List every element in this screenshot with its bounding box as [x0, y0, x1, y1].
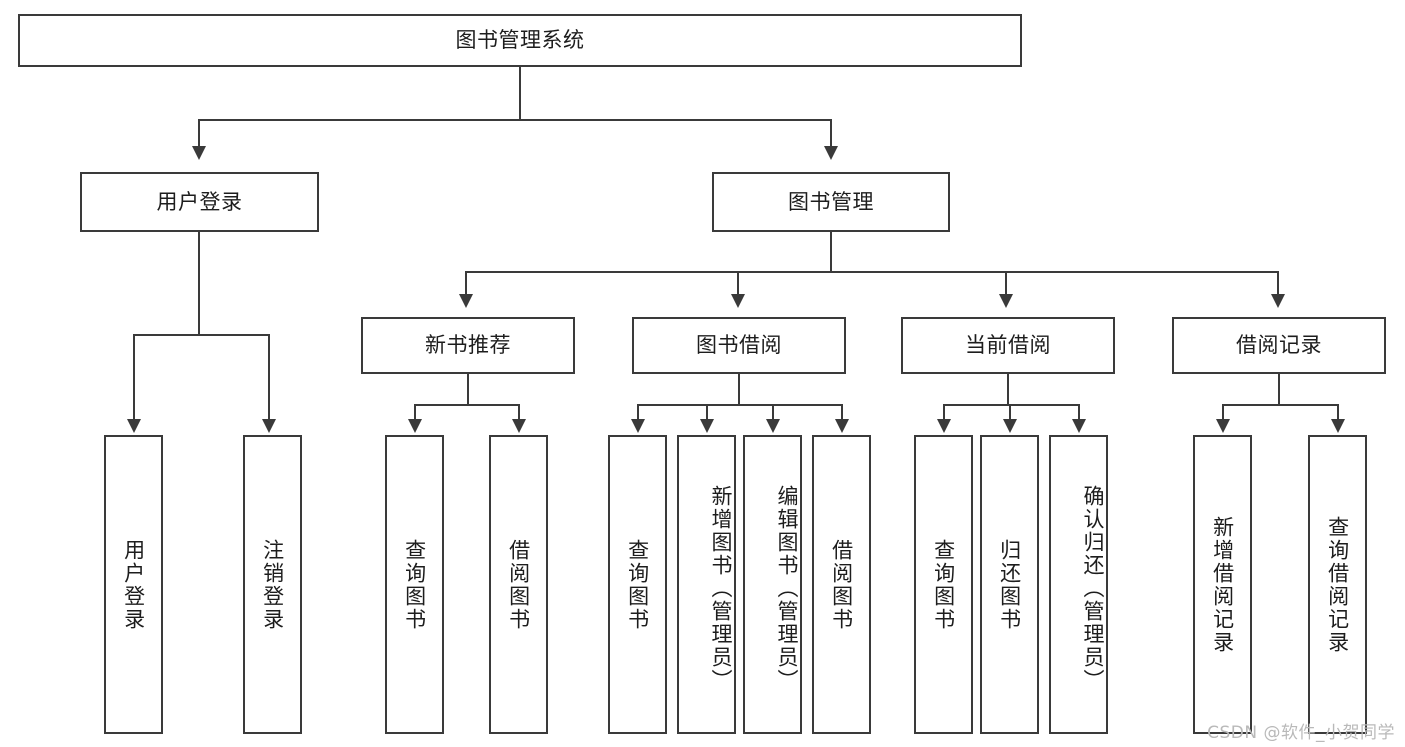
- node-label: 归还图书: [997, 538, 1022, 631]
- arrowhead-cb-leaf-1: [937, 419, 951, 433]
- leaf-nbr-query-book[interactable]: 查询图书: [385, 435, 444, 734]
- leaf-logout[interactable]: 注销登录: [243, 435, 302, 734]
- connector-br-stem: [1278, 374, 1280, 404]
- leaf-bb-add-book-admin[interactable]: 新增图书（管理员）: [677, 435, 736, 734]
- arrowhead-to-current-borrow: [999, 294, 1013, 308]
- connector-user-login-left: [133, 334, 135, 421]
- connector-br-right: [1337, 404, 1339, 421]
- connector-bm-to-book-borrow: [737, 271, 739, 296]
- node-user-login[interactable]: 用户登录: [80, 172, 319, 232]
- leaf-nbr-borrow-book[interactable]: 借阅图书: [489, 435, 548, 734]
- leaf-cb-return-book[interactable]: 归还图书: [980, 435, 1039, 734]
- node-new-book-recommend[interactable]: 新书推荐: [361, 317, 575, 374]
- node-label: 图书借阅: [696, 333, 782, 358]
- arrowhead-bb-leaf-1: [631, 419, 645, 433]
- connector-bm-to-new-book: [465, 271, 467, 296]
- arrowhead-bb-leaf-4: [835, 419, 849, 433]
- connector-user-login-right: [268, 334, 270, 421]
- connector-nbr-stem: [467, 374, 469, 404]
- connector-cb-stem: [1007, 374, 1009, 404]
- leaf-cb-query-book[interactable]: 查询图书: [914, 435, 973, 734]
- connector-root-to-book-manage: [830, 119, 832, 148]
- arrowhead-cb-leaf-2: [1003, 419, 1017, 433]
- node-root-system[interactable]: 图书管理系统: [18, 14, 1022, 67]
- connector-bb-2: [706, 404, 708, 421]
- arrowhead-br-leaf-1: [1216, 419, 1230, 433]
- node-label: 图书管理: [788, 189, 874, 214]
- node-label: 注销登录: [260, 538, 285, 631]
- arrowhead-nbr-leaf-1: [408, 419, 422, 433]
- connector-book-manage-bar: [465, 271, 1279, 273]
- node-label: 当前借阅: [965, 333, 1051, 358]
- connector-user-login-bar: [133, 334, 270, 336]
- leaf-br-query-record[interactable]: 查询借阅记录: [1308, 435, 1367, 734]
- node-label: 借阅图书: [829, 538, 854, 631]
- connector-br-left: [1222, 404, 1224, 421]
- connector-root-bar: [198, 119, 832, 121]
- connector-cb-3: [1078, 404, 1080, 421]
- node-label: 新增借阅记录: [1210, 515, 1235, 654]
- arrowhead-cb-leaf-3: [1072, 419, 1086, 433]
- connector-bm-to-current-borrow: [1005, 271, 1007, 296]
- leaf-bb-borrow-book[interactable]: 借阅图书: [812, 435, 871, 734]
- node-label: 编辑图书（管理员）: [775, 485, 799, 692]
- leaf-bb-edit-book-admin[interactable]: 编辑图书（管理员）: [743, 435, 802, 734]
- arrowhead-to-book-manage: [824, 146, 838, 160]
- node-book-borrow[interactable]: 图书借阅: [632, 317, 846, 374]
- node-current-borrow[interactable]: 当前借阅: [901, 317, 1115, 374]
- node-label: 用户登录: [156, 189, 243, 214]
- connector-br-bar: [1222, 404, 1339, 406]
- connector-bb-1: [637, 404, 639, 421]
- leaf-user-login[interactable]: 用户登录: [104, 435, 163, 734]
- connector-root-to-user-login: [198, 119, 200, 148]
- connector-bb-stem: [738, 374, 740, 404]
- node-book-manage[interactable]: 图书管理: [712, 172, 950, 232]
- leaf-bb-query-book[interactable]: 查询图书: [608, 435, 667, 734]
- connector-book-manage-stem: [830, 232, 832, 271]
- connector-bb-4: [841, 404, 843, 421]
- connector-nbr-right: [518, 404, 520, 421]
- arrowhead-br-leaf-2: [1331, 419, 1345, 433]
- connector-nbr-left: [414, 404, 416, 421]
- node-label: 查询图书: [625, 538, 650, 631]
- connector-cb-bar: [943, 404, 1080, 406]
- arrowhead-to-user-login: [192, 146, 206, 160]
- node-label: 图书管理系统: [455, 28, 585, 53]
- node-label: 查询图书: [402, 538, 427, 631]
- node-label: 查询借阅记录: [1325, 515, 1350, 654]
- connector-bb-bar: [637, 404, 843, 406]
- arrowhead-to-leaf-logout: [262, 419, 276, 433]
- arrowhead-nbr-leaf-2: [512, 419, 526, 433]
- connector-cb-1: [943, 404, 945, 421]
- arrowhead-to-book-borrow: [731, 294, 745, 308]
- arrowhead-bb-leaf-3: [766, 419, 780, 433]
- connector-bm-to-borrow-record: [1277, 271, 1279, 296]
- node-label: 用户登录: [121, 538, 146, 631]
- node-label: 确认归还（管理员）: [1081, 485, 1105, 692]
- node-label: 借阅图书: [506, 538, 531, 631]
- arrowhead-to-new-book: [459, 294, 473, 308]
- node-label: 新增图书（管理员）: [709, 485, 733, 692]
- leaf-br-add-record[interactable]: 新增借阅记录: [1193, 435, 1252, 734]
- leaf-cb-confirm-return-admin[interactable]: 确认归还（管理员）: [1049, 435, 1108, 734]
- node-label: 新书推荐: [425, 333, 511, 358]
- connector-cb-2: [1009, 404, 1011, 421]
- connector-nbr-bar: [414, 404, 520, 406]
- watermark-text: CSDN @软件_小贺同学: [1207, 723, 1395, 743]
- arrowhead-to-borrow-record: [1271, 294, 1285, 308]
- arrowhead-to-leaf-user-login: [127, 419, 141, 433]
- connector-user-login-stem: [198, 232, 200, 334]
- node-label: 查询图书: [931, 538, 956, 631]
- connector-root-stem: [519, 67, 521, 119]
- connector-bb-3: [772, 404, 774, 421]
- node-borrow-record[interactable]: 借阅记录: [1172, 317, 1386, 374]
- node-label: 借阅记录: [1236, 333, 1322, 358]
- arrowhead-bb-leaf-2: [700, 419, 714, 433]
